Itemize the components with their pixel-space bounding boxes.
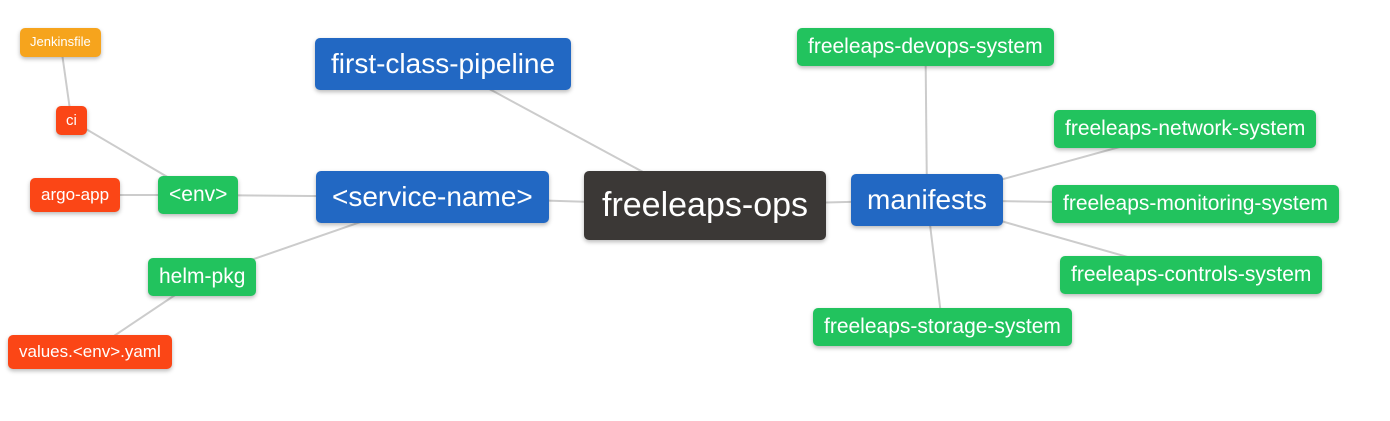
node-freeleaps-controls-system[interactable]: freeleaps-controls-system bbox=[1060, 256, 1323, 295]
node-service-name[interactable]: <service-name> bbox=[316, 171, 549, 224]
node-freeleaps-monitoring-system[interactable]: freeleaps-monitoring-system bbox=[1052, 185, 1339, 224]
node-first-class-pipeline[interactable]: first-class-pipeline bbox=[315, 38, 572, 91]
node-freeleaps-storage-system[interactable]: freeleaps-storage-system bbox=[813, 308, 1072, 347]
node-manifests[interactable]: manifests bbox=[851, 174, 1003, 227]
node-freeleaps-devops-system[interactable]: freeleaps-devops-system bbox=[797, 28, 1054, 67]
node-argo-app[interactable]: argo-app bbox=[30, 178, 121, 212]
node-helm-pkg[interactable]: helm-pkg bbox=[148, 258, 257, 297]
node-freeleaps-ops-root[interactable]: freeleaps-ops bbox=[584, 171, 827, 241]
node-freeleaps-network-system[interactable]: freeleaps-network-system bbox=[1054, 110, 1317, 149]
node-values-env-yaml[interactable]: values.<env>.yaml bbox=[8, 335, 172, 369]
node-ci[interactable]: ci bbox=[56, 106, 87, 136]
node-env[interactable]: <env> bbox=[158, 176, 239, 215]
node-jenkinsfile[interactable]: Jenkinsfile bbox=[20, 28, 101, 57]
